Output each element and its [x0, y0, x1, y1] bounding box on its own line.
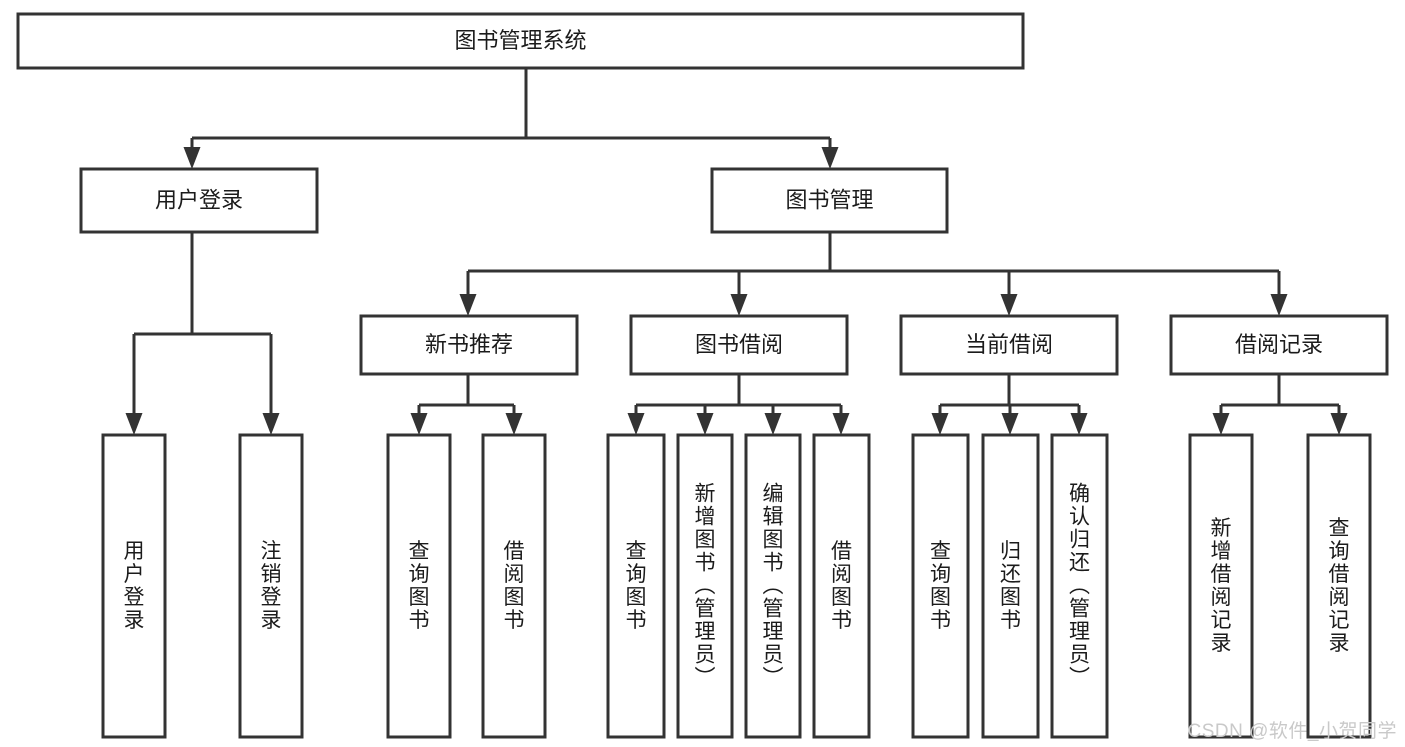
group-2-drop-1-arrowhead: [505, 413, 523, 435]
node-level3-3-label: 借阅记录: [1235, 332, 1323, 357]
group-1-drop-2-arrowhead: [1000, 294, 1018, 316]
group-0-drop-0-arrowhead: [125, 413, 143, 435]
node-leaf-12-label: 查询借阅记录: [1329, 517, 1350, 655]
node-leaf-12-box[interactable]: [1306, 433, 1372, 739]
node-leaf-5[interactable]: 新增图书︵管理员︶: [676, 433, 734, 739]
node-leaf-2[interactable]: 查询图书: [386, 433, 452, 739]
node-root-图书管理系统[interactable]: 图书管理系统: [16, 12, 1025, 70]
node-leaf-0-box[interactable]: [101, 433, 167, 739]
root-drop-0-arrowhead: [183, 147, 201, 169]
node-leaf-11-label: 新增借阅记录: [1211, 517, 1232, 655]
group-1-drop-0-arrowhead: [459, 294, 477, 316]
node-leaf-11-box[interactable]: [1188, 433, 1254, 739]
node-leaf-4-label: 查询图书: [626, 540, 647, 632]
node-leaf-7-box[interactable]: [812, 433, 871, 739]
node-leaf-10-box[interactable]: [1050, 433, 1109, 739]
node-level3-2[interactable]: 当前借阅: [899, 314, 1119, 376]
node-leaf-4[interactable]: 查询图书: [606, 433, 666, 739]
group-4-drop-0-arrowhead: [931, 413, 949, 435]
node-leaf-5-label: 新增图书︵管理员︶: [695, 482, 716, 689]
group-2-drop-0-arrowhead: [410, 413, 428, 435]
node-leaf-7[interactable]: 借阅图书: [812, 433, 871, 739]
node-leaf-1[interactable]: 注销登录: [238, 433, 304, 739]
nodes-layer: 图书管理系统用户登录图书管理新书推荐图书借阅当前借阅借阅记录用户登录注销登录查询…: [16, 12, 1389, 739]
group-4-drop-2-arrowhead: [1070, 413, 1088, 435]
node-leaf-2-label: 查询图书: [409, 540, 430, 632]
group-1-drop-3-arrowhead: [1270, 294, 1288, 316]
node-leaf-0[interactable]: 用户登录: [101, 433, 167, 739]
node-root-图书管理系统-box[interactable]: [16, 12, 1025, 70]
node-leaf-11[interactable]: 新增借阅记录: [1188, 433, 1254, 739]
group-3-drop-2-arrowhead: [764, 413, 782, 435]
node-leaf-6-label: 编辑图书︵管理员︶: [763, 482, 784, 689]
group-1-drop-1-arrowhead: [730, 294, 748, 316]
node-leaf-12[interactable]: 查询借阅记录: [1306, 433, 1372, 739]
node-level2-1[interactable]: 图书管理: [710, 167, 949, 234]
node-level2-1-label: 图书管理: [785, 187, 873, 212]
node-level3-0-box[interactable]: [359, 314, 579, 376]
group-3-drop-1-arrowhead: [696, 413, 714, 435]
node-leaf-9[interactable]: 归还图书: [981, 433, 1040, 739]
node-level2-0-label: 用户登录: [155, 187, 243, 212]
node-leaf-1-label: 注销登录: [261, 540, 282, 632]
node-leaf-7-label: 借阅图书: [831, 540, 852, 632]
node-level3-3[interactable]: 借阅记录: [1169, 314, 1389, 376]
node-leaf-3-box[interactable]: [481, 433, 547, 739]
node-leaf-2-box[interactable]: [386, 433, 452, 739]
node-leaf-4-box[interactable]: [606, 433, 666, 739]
group-3-drop-0-arrowhead: [627, 413, 645, 435]
root-drop-1-arrowhead: [821, 147, 839, 169]
node-leaf-3-label: 借阅图书: [504, 540, 525, 632]
group-3-drop-3-arrowhead: [832, 413, 850, 435]
group-5-drop-0-arrowhead: [1212, 413, 1230, 435]
node-level3-3-box[interactable]: [1169, 314, 1389, 376]
group-0-drop-1-arrowhead: [262, 413, 280, 435]
node-level2-1-box[interactable]: [710, 167, 949, 234]
node-leaf-8-label: 查询图书: [930, 540, 951, 632]
node-leaf-8[interactable]: 查询图书: [911, 433, 970, 739]
node-root-图书管理系统-label: 图书管理系统: [454, 28, 586, 53]
node-leaf-10-label: 确认归还︵管理员︶: [1069, 482, 1090, 689]
node-leaf-0-label: 用户登录: [124, 540, 145, 632]
node-leaf-8-box[interactable]: [911, 433, 970, 739]
node-leaf-10[interactable]: 确认归还︵管理员︶: [1050, 433, 1109, 739]
node-level3-2-label: 当前借阅: [965, 332, 1053, 357]
node-leaf-1-box[interactable]: [238, 433, 304, 739]
node-level3-1-box[interactable]: [629, 314, 849, 376]
connectors-layer: [125, 68, 1348, 435]
node-leaf-6-box[interactable]: [744, 433, 802, 739]
group-5-drop-1-arrowhead: [1330, 413, 1348, 435]
group-4-drop-1-arrowhead: [1001, 413, 1019, 435]
node-level2-0-box[interactable]: [79, 167, 319, 234]
node-leaf-5-box[interactable]: [676, 433, 734, 739]
node-level3-1-label: 图书借阅: [695, 332, 783, 357]
node-leaf-9-label: 归还图书: [1000, 540, 1021, 632]
node-level3-0[interactable]: 新书推荐: [359, 314, 579, 376]
node-level3-1[interactable]: 图书借阅: [629, 314, 849, 376]
node-leaf-6[interactable]: 编辑图书︵管理员︶: [744, 433, 802, 739]
node-level3-0-label: 新书推荐: [425, 332, 513, 357]
node-level2-0[interactable]: 用户登录: [79, 167, 319, 234]
node-leaf-9-box[interactable]: [981, 433, 1040, 739]
node-level3-2-box[interactable]: [899, 314, 1119, 376]
node-leaf-3[interactable]: 借阅图书: [481, 433, 547, 739]
